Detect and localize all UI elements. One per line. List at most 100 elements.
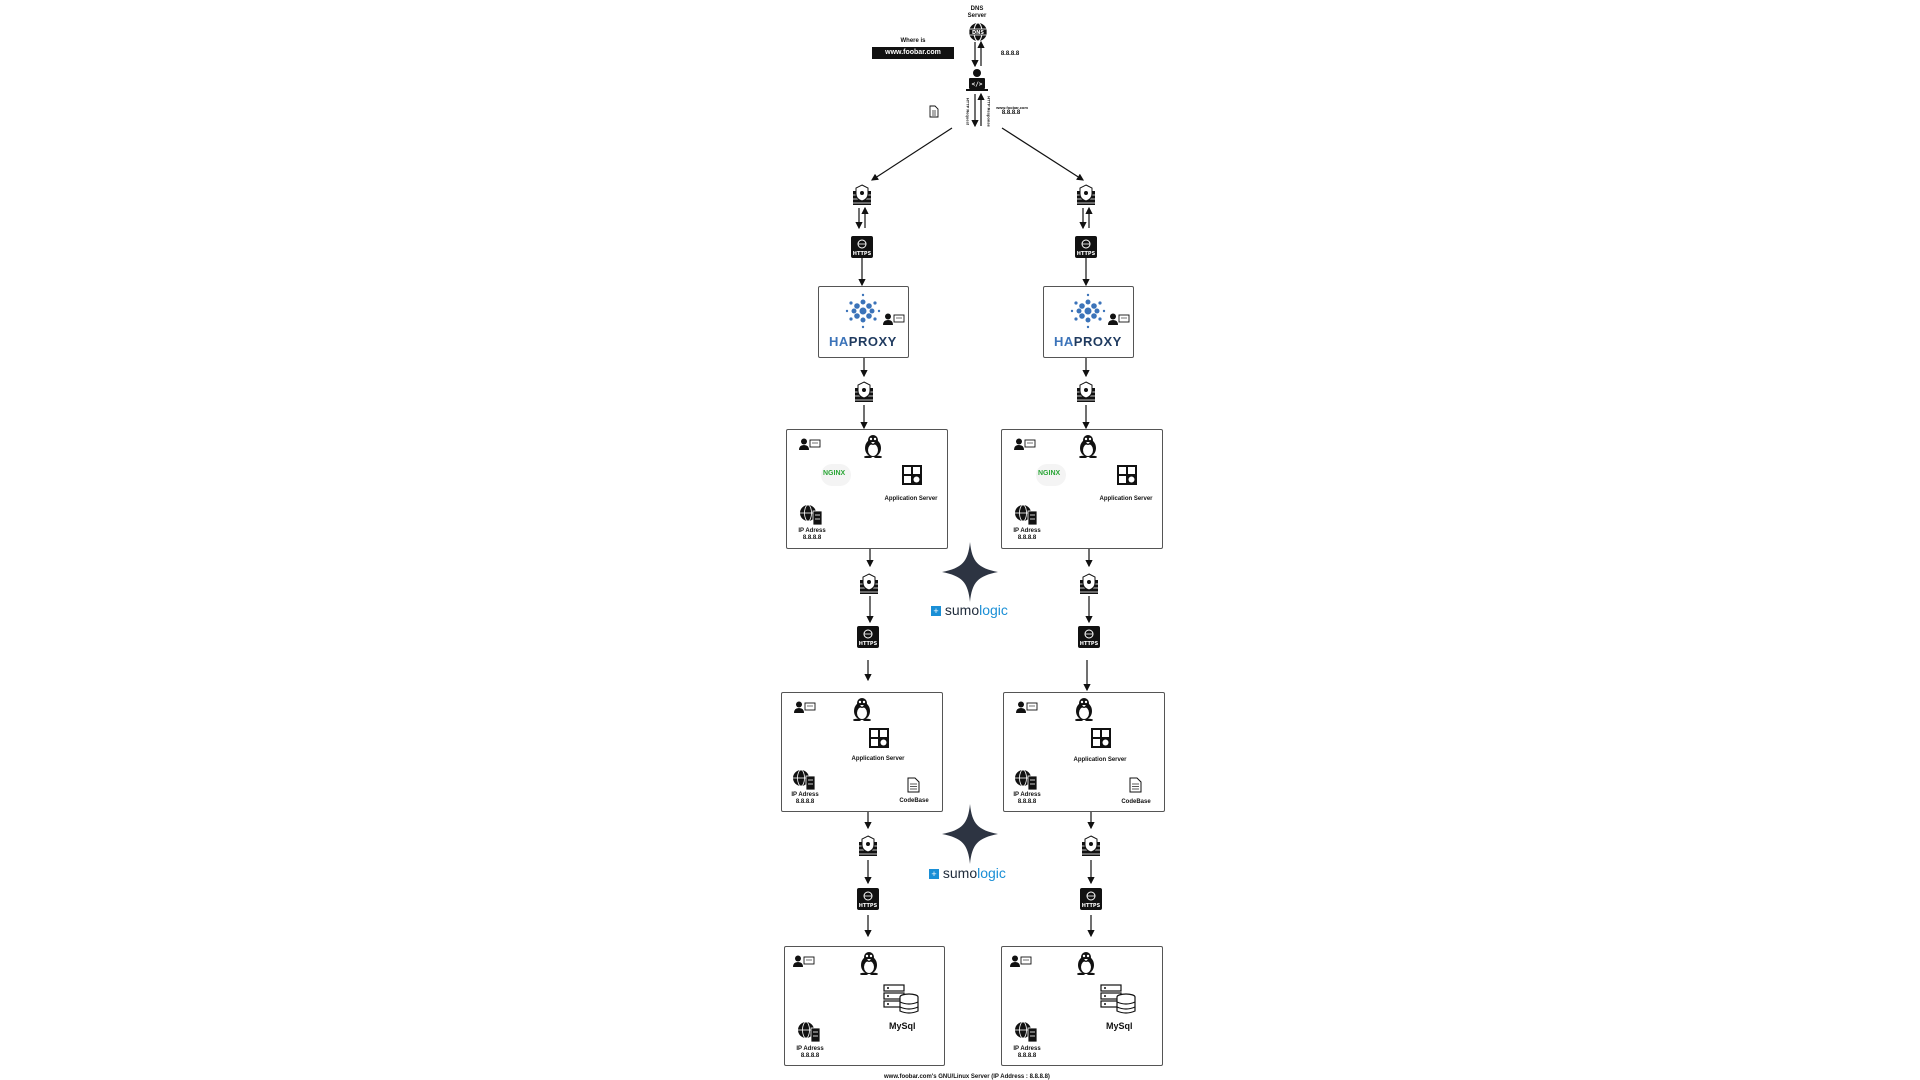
haproxy-load-balancer-left: HAPROXY — [818, 286, 909, 358]
ip-address-label: IP Adress — [796, 1046, 824, 1052]
sumologic-logo: + sumologic — [931, 602, 1008, 618]
server-globe-icon — [1015, 769, 1038, 791]
ip-address-label: IP Adress — [1013, 1046, 1041, 1052]
linux-tux-icon — [1077, 952, 1095, 975]
haproxy-load-balancer-right: HAPROXY — [1043, 286, 1134, 358]
codebase-file-icon — [1129, 777, 1142, 793]
nginx-logo: NGINX — [821, 464, 851, 486]
firewall-icon — [1077, 381, 1095, 402]
mysql-database-icon — [883, 984, 919, 1014]
sumologic-brand-logic: logic — [977, 865, 1006, 881]
web-server-box-left: NGINX Application Server IP Adress 8.8.8… — [786, 429, 948, 549]
https-icon: HTTPS — [851, 236, 873, 258]
svg-text:HTTPS: HTTPS — [853, 251, 872, 257]
domain-query-tag: www.foobar.com — [872, 47, 954, 59]
server-globe-icon — [798, 1021, 821, 1043]
svg-text:HTTPS: HTTPS — [1080, 641, 1099, 647]
linux-tux-icon — [1079, 435, 1097, 458]
http-response-label: HTTP Response — [986, 96, 992, 127]
haproxy-brand-rest: PROXY — [1073, 334, 1122, 349]
database-server-box-right: MySql IP Adress 8.8.8.8 — [1001, 946, 1163, 1066]
application-server-icon — [869, 728, 889, 748]
dns-server-label: DNS Server — [967, 6, 987, 19]
nginx-label: NGINX — [823, 470, 846, 477]
sumologic-badge-icon: + — [929, 869, 939, 880]
sumologic-brand-logic: logic — [979, 602, 1008, 618]
admin-user-icon — [799, 438, 821, 450]
mysql-label: MySql — [1106, 1021, 1133, 1031]
firewall-icon — [855, 381, 873, 402]
linux-tux-icon — [853, 698, 871, 721]
server-globe-icon — [1015, 1021, 1038, 1043]
nginx-logo: NGINX — [1036, 464, 1066, 486]
firewall-icon — [1077, 184, 1095, 205]
ip-address-label: IP Adress — [1013, 528, 1041, 534]
application-server-icon — [1117, 465, 1137, 485]
mysql-database-icon — [1100, 984, 1136, 1014]
ip-address-value: 8.8.8.8 — [1017, 1053, 1037, 1059]
codebase-label: CodeBase — [899, 798, 929, 804]
dns-question-label: Where is — [900, 38, 926, 44]
haproxy-logo-icon — [845, 293, 881, 329]
firewall-icon — [1080, 573, 1098, 594]
sumologic-brand-sumo: sumo — [944, 602, 980, 618]
https-icon: HTTPS — [1078, 626, 1100, 648]
document-icon — [929, 105, 939, 118]
server-globe-icon — [793, 769, 816, 791]
https-icon: HTTPS — [1075, 236, 1097, 258]
admin-user-icon — [794, 701, 816, 713]
linux-tux-icon — [864, 435, 882, 458]
admin-user-icon — [1014, 438, 1036, 450]
database-server-box-left: MySql IP Adress 8.8.8.8 — [784, 946, 945, 1066]
sumologic-star-icon — [942, 542, 998, 602]
application-server-icon — [902, 465, 922, 485]
sumologic-brand-sumo: sumo — [942, 865, 978, 881]
https-icon: HTTPS — [857, 626, 879, 648]
ip-address-label: IP Adress — [798, 528, 826, 534]
linux-tux-icon — [860, 952, 878, 975]
server-globe-icon — [1015, 504, 1038, 526]
admin-user-icon — [1010, 955, 1032, 967]
application-server-label: Application Server — [1073, 757, 1127, 763]
firewall-icon — [1082, 835, 1100, 856]
client-ip-reply: 8.8.8.8 — [1001, 110, 1021, 116]
developer-laptop-icon: </> — [966, 69, 988, 91]
server-globe-icon — [800, 504, 823, 526]
sumologic-logo: + sumologic — [929, 865, 1006, 881]
client-to-left-firewall-arrow — [870, 127, 953, 181]
ip-address-value: 8.8.8.8 — [1017, 799, 1037, 805]
firewall-icon — [860, 573, 878, 594]
firewall-icon — [859, 835, 877, 856]
application-server-label: Application Server — [884, 496, 938, 502]
haproxy-brand-ha: HA — [829, 334, 849, 349]
http-request-label: HTTP Request — [965, 97, 971, 126]
sumologic-badge-icon: + — [931, 606, 941, 617]
application-server-label: Application Server — [1099, 496, 1153, 502]
app-server-box-left: Application Server IP Adress 8.8.8.8 Cod… — [781, 692, 943, 812]
application-server-icon — [1091, 728, 1111, 748]
ip-address-value: 8.8.8.8 — [795, 799, 815, 805]
svg-text:</>: </> — [972, 81, 983, 88]
ip-address-value: 8.8.8.8 — [1017, 535, 1037, 541]
linux-tux-icon — [1075, 698, 1093, 721]
application-server-label: Application Server — [851, 756, 905, 762]
dns-server-icon: DNS — [968, 22, 988, 42]
https-icon: HTTPS — [857, 888, 879, 910]
mysql-label: MySql — [889, 1021, 916, 1031]
client-to-right-firewall-arrow — [1001, 127, 1085, 181]
admin-user-icon — [1108, 313, 1130, 325]
admin-user-icon — [883, 313, 905, 325]
ip-address-label: IP Adress — [791, 792, 819, 798]
svg-text:DNS: DNS — [972, 30, 984, 36]
ip-address-value: 8.8.8.8 — [800, 1053, 820, 1059]
haproxy-brand-ha: HA — [1054, 334, 1074, 349]
codebase-label: CodeBase — [1121, 799, 1151, 805]
ip-address-label: IP Adress — [1013, 792, 1041, 798]
svg-text:HTTPS: HTTPS — [1082, 903, 1101, 909]
sumologic-star-icon — [942, 804, 998, 864]
app-server-box-right: Application Server IP Adress 8.8.8.8 Cod… — [1003, 692, 1165, 812]
ip-address-value: 8.8.8.8 — [802, 535, 822, 541]
nginx-label: NGINX — [1038, 470, 1061, 477]
